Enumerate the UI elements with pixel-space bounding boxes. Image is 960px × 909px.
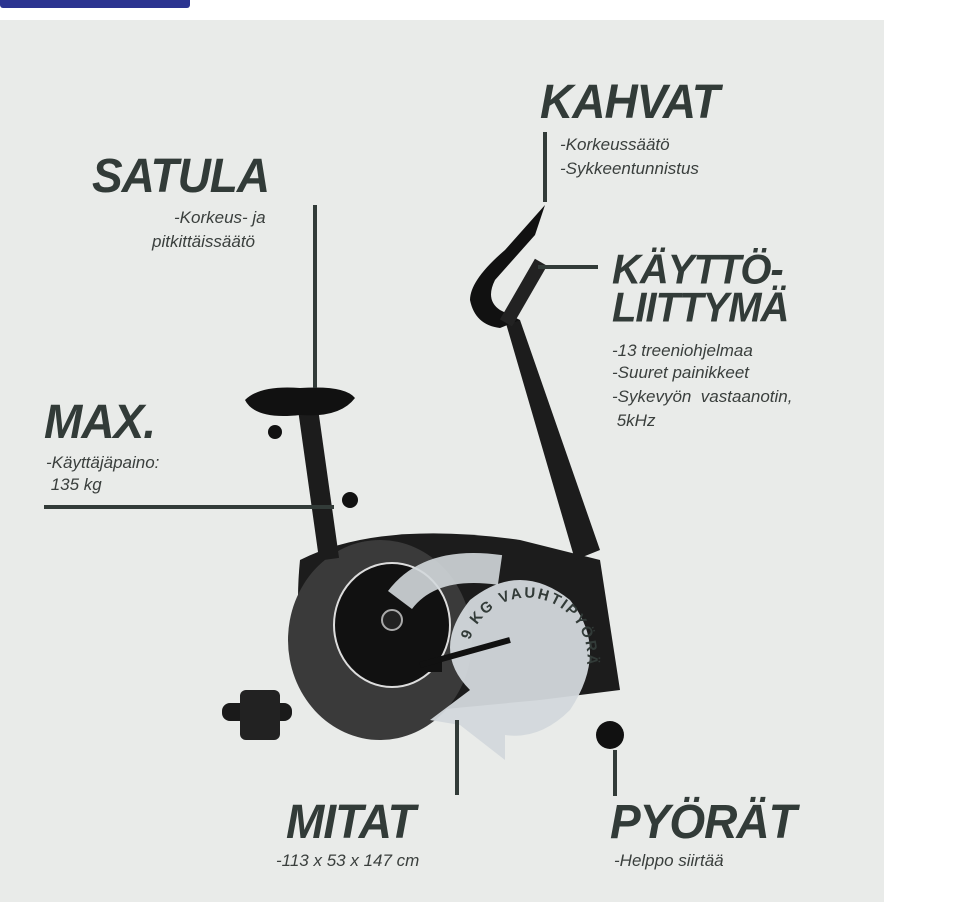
crank <box>419 637 511 668</box>
kayttoliittyma-line-1: -13 treeniohjelmaa <box>612 341 753 360</box>
infographic-panel <box>0 20 884 902</box>
kahvat-line-1: -Korkeussäätö <box>560 135 670 154</box>
kayttoliittyma-line-2: -Suuret painikkeet <box>612 363 750 382</box>
pyorat-line-1: -Helppo siirtää <box>614 851 724 870</box>
kayttoliittyma-line <box>538 265 598 269</box>
max-line-1: -Käyttäjäpaino: <box>46 453 160 472</box>
max-line <box>44 505 334 509</box>
header-fragment <box>0 0 190 8</box>
satula-line <box>313 205 317 388</box>
seat-post <box>296 399 340 561</box>
kayttoliittyma-heading-1: KÄYTTÖ- <box>612 246 784 294</box>
max-heading: MAX. <box>44 393 156 449</box>
kayttoliittyma-line-4: 5kHz <box>612 411 656 430</box>
kahvat-line-2: -Sykkeentunnistus <box>560 159 699 178</box>
mitat-heading: MITAT <box>286 793 416 849</box>
mitat-line <box>455 720 459 795</box>
handle-post <box>505 320 600 560</box>
satula-line-2: pitkittäissäätö <box>152 232 255 251</box>
handlebar <box>470 205 545 328</box>
kayttoliittyma-line-3: -Sykevyön vastaanotin, <box>612 387 793 406</box>
kayttoliittyma-heading-2: LIITTYMÄ <box>612 284 789 332</box>
kahvat-line <box>543 132 547 202</box>
mitat-line-1: -113 x 53 x 147 cm <box>276 851 420 870</box>
front-wheel <box>596 721 624 749</box>
flywheel-badge <box>430 580 590 760</box>
satula-line-1: -Korkeus- ja <box>174 208 266 227</box>
max-line-2: 135 kg <box>46 475 102 494</box>
pyorat-heading: PYÖRÄT <box>610 793 797 849</box>
satula-heading: SATULA <box>92 147 270 203</box>
rear-foot <box>240 690 280 740</box>
pyorat-line <box>613 750 617 796</box>
kahvat-heading: KAHVAT <box>540 73 720 129</box>
seat <box>245 387 355 416</box>
